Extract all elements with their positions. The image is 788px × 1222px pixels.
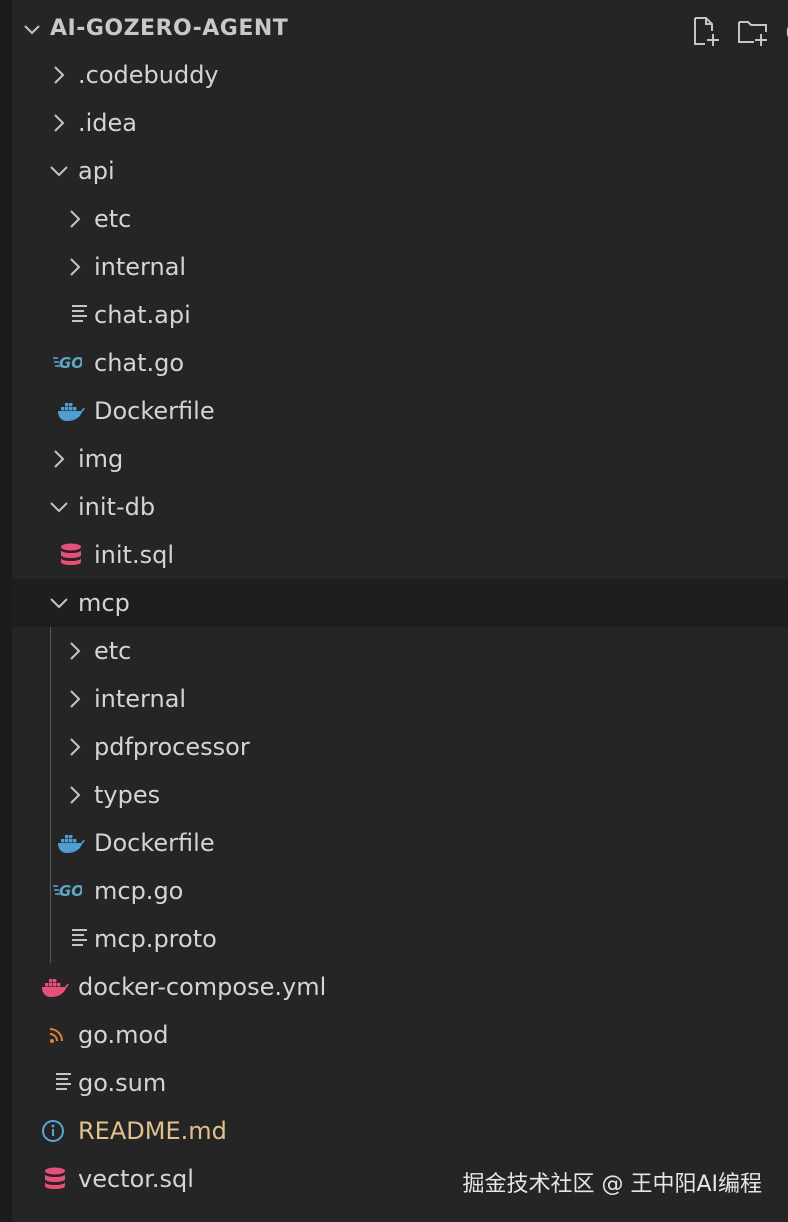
tree-item-label: mcp xyxy=(78,589,130,617)
tree-file-row[interactable]: chat.api xyxy=(12,291,788,339)
tree-item-label: go.sum xyxy=(78,1069,167,1097)
explorer-header[interactable]: AI-GOZERO-AGENT xyxy=(12,6,788,54)
tree-item-label: api xyxy=(78,157,115,185)
tree-folder-row[interactable]: .codebuddy xyxy=(12,51,788,99)
tree-folder-row[interactable]: pdfprocessor xyxy=(12,723,788,771)
tree-item-label: init-db xyxy=(78,493,156,521)
new-file-icon[interactable] xyxy=(688,14,722,48)
chevron-right-icon[interactable] xyxy=(64,784,86,806)
chevron-right-icon[interactable] xyxy=(64,688,86,710)
tree-item-label: go.mod xyxy=(78,1021,169,1049)
tree-item-label: docker-compose.yml xyxy=(78,973,327,1001)
chevron-right-icon[interactable] xyxy=(48,64,70,86)
rss-icon xyxy=(49,1028,63,1043)
chevron-down-icon[interactable] xyxy=(48,160,70,182)
tree-file-row[interactable]: init.sql xyxy=(12,531,788,579)
chevron-down-icon[interactable] xyxy=(48,496,70,518)
tree-file-row[interactable]: Dockerfile xyxy=(12,819,788,867)
tree-file-row[interactable]: README.md xyxy=(12,1107,788,1155)
text-file-icon xyxy=(72,929,87,946)
tree-file-row[interactable]: GO mcp.go xyxy=(12,867,788,915)
new-folder-icon[interactable] xyxy=(736,14,770,48)
tree-file-row[interactable]: docker-compose.yml xyxy=(12,963,788,1011)
tree-folder-row[interactable]: mcp xyxy=(12,579,788,627)
tree-item-label: img xyxy=(78,445,124,473)
chevron-down-icon[interactable] xyxy=(20,18,44,42)
tree-item-label: etc xyxy=(94,205,132,233)
database-icon xyxy=(45,1167,65,1189)
chevron-right-icon[interactable] xyxy=(64,256,86,278)
tree-item-label: README.md xyxy=(78,1117,227,1145)
tree-file-row[interactable]: mcp.proto xyxy=(12,915,788,963)
tree-item-label: internal xyxy=(94,685,187,713)
svg-text:GO: GO xyxy=(59,882,82,900)
tree-folder-row[interactable]: init-db xyxy=(12,483,788,531)
tree-item-label: pdfprocessor xyxy=(94,733,250,761)
explorer-actions xyxy=(678,14,788,48)
tree-folder-row[interactable]: types xyxy=(12,771,788,819)
tree-file-row[interactable]: vector.sql xyxy=(12,1155,788,1203)
tree-folder-row[interactable]: api xyxy=(12,147,788,195)
watermark-text: 掘金技术社区 @ 王中阳AI编程 xyxy=(462,1172,762,1197)
tree-item-label: types xyxy=(94,781,161,809)
chevron-right-icon[interactable] xyxy=(48,448,70,470)
tree-folder-row[interactable]: etc xyxy=(12,195,788,243)
indent-guide xyxy=(50,627,51,963)
tree-item-label: chat.go xyxy=(94,349,185,377)
chevron-right-icon[interactable] xyxy=(48,112,70,134)
tree-folder-row[interactable]: .idea xyxy=(12,99,788,147)
tree-item-label: internal xyxy=(94,253,187,281)
workspace-title[interactable]: AI-GOZERO-AGENT xyxy=(50,16,289,41)
tree-item-label: Dockerfile xyxy=(94,397,215,425)
go-file-icon: GO xyxy=(53,354,82,372)
tree-folder-row[interactable]: etc xyxy=(12,627,788,675)
text-file-icon xyxy=(72,305,87,322)
tree-folder-row[interactable]: img xyxy=(12,435,788,483)
refresh-icon[interactable] xyxy=(782,14,788,48)
database-icon xyxy=(61,543,81,565)
chevron-right-icon[interactable] xyxy=(64,736,86,758)
tree-item-label: mcp.proto xyxy=(94,925,217,953)
tree-file-row[interactable]: Dockerfile xyxy=(12,387,788,435)
text-file-icon xyxy=(56,1073,71,1090)
tree-item-label: mcp.go xyxy=(94,877,184,905)
go-file-icon: GO xyxy=(53,882,82,900)
tree-item-label: init.sql xyxy=(94,541,174,569)
info-icon xyxy=(42,1120,64,1142)
tree-folder-row[interactable]: internal xyxy=(12,675,788,723)
svg-text:GO: GO xyxy=(59,354,82,372)
tree-item-label: vector.sql xyxy=(78,1165,194,1193)
tree-item-label: .codebuddy xyxy=(78,61,219,89)
tree-file-row[interactable]: go.sum xyxy=(12,1059,788,1107)
chevron-down-icon[interactable] xyxy=(48,592,70,614)
docker-icon xyxy=(58,403,85,421)
tree-folder-row[interactable]: internal xyxy=(12,243,788,291)
tree-file-row[interactable]: go.mod xyxy=(12,1011,788,1059)
tree-item-label: chat.api xyxy=(94,301,191,329)
chevron-right-icon[interactable] xyxy=(64,640,86,662)
docker-icon xyxy=(58,835,85,853)
docker-icon xyxy=(42,979,69,997)
tree-item-label: Dockerfile xyxy=(94,829,215,857)
tree-item-label: etc xyxy=(94,637,132,665)
tree-file-row[interactable]: GO chat.go xyxy=(12,339,788,387)
tree-item-label: .idea xyxy=(78,109,138,137)
chevron-right-icon[interactable] xyxy=(64,208,86,230)
